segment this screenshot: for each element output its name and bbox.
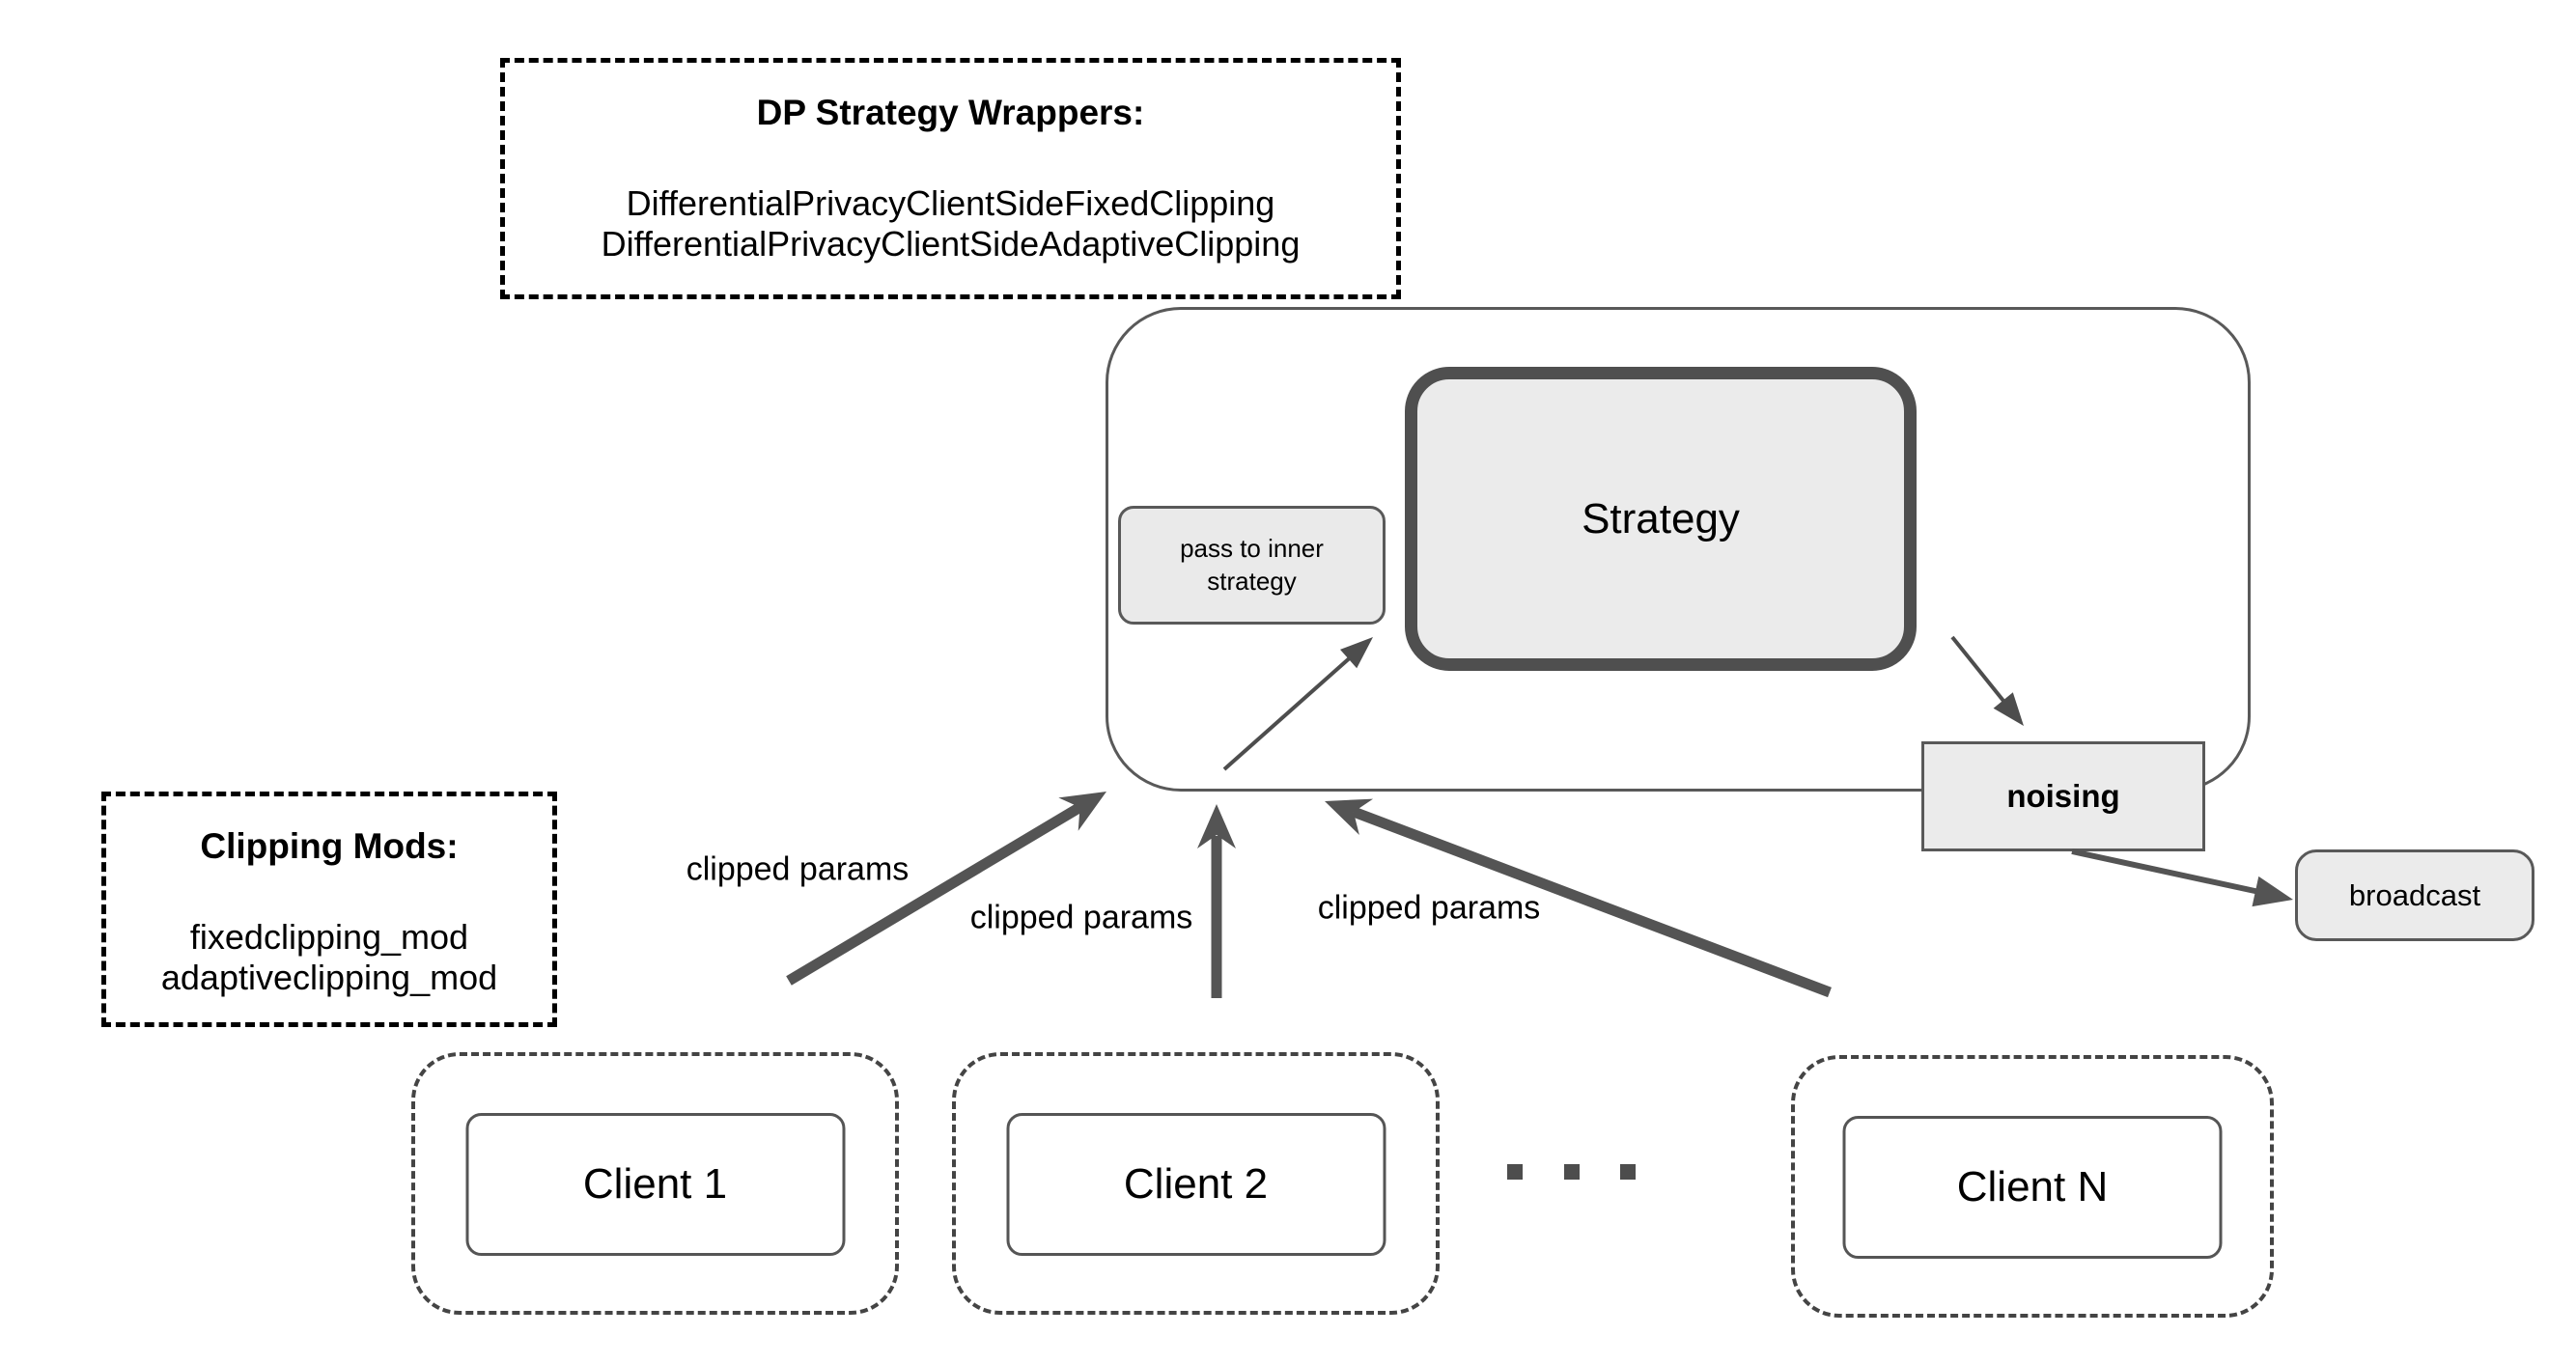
dp-strategy-wrappers-panel: DP Strategy Wrappers: DifferentialPrivac…	[500, 58, 1401, 299]
noising-box: noising	[1921, 741, 2205, 851]
clipping-mod-item: fixedclipping_mod	[189, 916, 469, 957]
dp-wrapper-item: DifferentialPrivacyClientSideFixedClippi…	[626, 182, 1275, 223]
pass-to-inner-strategy-box: pass to inner strategy	[1118, 506, 1386, 625]
client-n-label: Client N	[1956, 1163, 2109, 1210]
client-1-label: Client 1	[582, 1160, 728, 1208]
client-2-box: Client 2	[1006, 1113, 1386, 1256]
client-1-box: Client 1	[465, 1113, 845, 1256]
broadcast-box: broadcast	[2295, 849, 2534, 941]
clipped-params-label-1: clipped params	[686, 850, 910, 888]
broadcast-label: broadcast	[2348, 877, 2481, 912]
client-n-group: Client N	[1791, 1055, 2274, 1318]
dp-strategy-wrappers-title: DP Strategy Wrappers:	[756, 93, 1145, 132]
client-2-group: Client 2	[952, 1052, 1440, 1315]
client-n-box: Client N	[1842, 1116, 2223, 1259]
clipping-mods-list: fixedclipping_mod adaptiveclipping_mod	[161, 917, 497, 999]
arrow-noising-to-broadcast	[2071, 848, 2293, 907]
dot-icon	[1564, 1164, 1580, 1180]
clipping-mods-panel: Clipping Mods: fixedclipping_mod adaptiv…	[101, 792, 557, 1027]
arrow-client2-to-wrapper	[1197, 804, 1236, 998]
noising-label: noising	[2006, 778, 2120, 814]
dot-icon	[1507, 1164, 1523, 1180]
pass-to-inner-strategy-label: pass to inner strategy	[1180, 533, 1324, 596]
strategy-label: Strategy	[1582, 494, 1740, 542]
dot-icon	[1620, 1164, 1636, 1180]
strategy-box: Strategy	[1405, 367, 1917, 671]
clipped-params-label-3: clipped params	[1317, 889, 1541, 927]
clipped-params-label-2: clipped params	[969, 899, 1193, 936]
client-2-label: Client 2	[1123, 1160, 1269, 1208]
clipping-mods-title: Clipping Mods:	[200, 826, 459, 866]
clipping-mod-item: adaptiveclipping_mod	[160, 958, 498, 998]
dp-wrapper-item: DifferentialPrivacyClientSideAdaptiveCli…	[601, 224, 1301, 264]
client-1-group: Client 1	[411, 1052, 899, 1315]
dp-strategy-wrappers-list: DifferentialPrivacyClientSideFixedClippi…	[602, 183, 1301, 265]
